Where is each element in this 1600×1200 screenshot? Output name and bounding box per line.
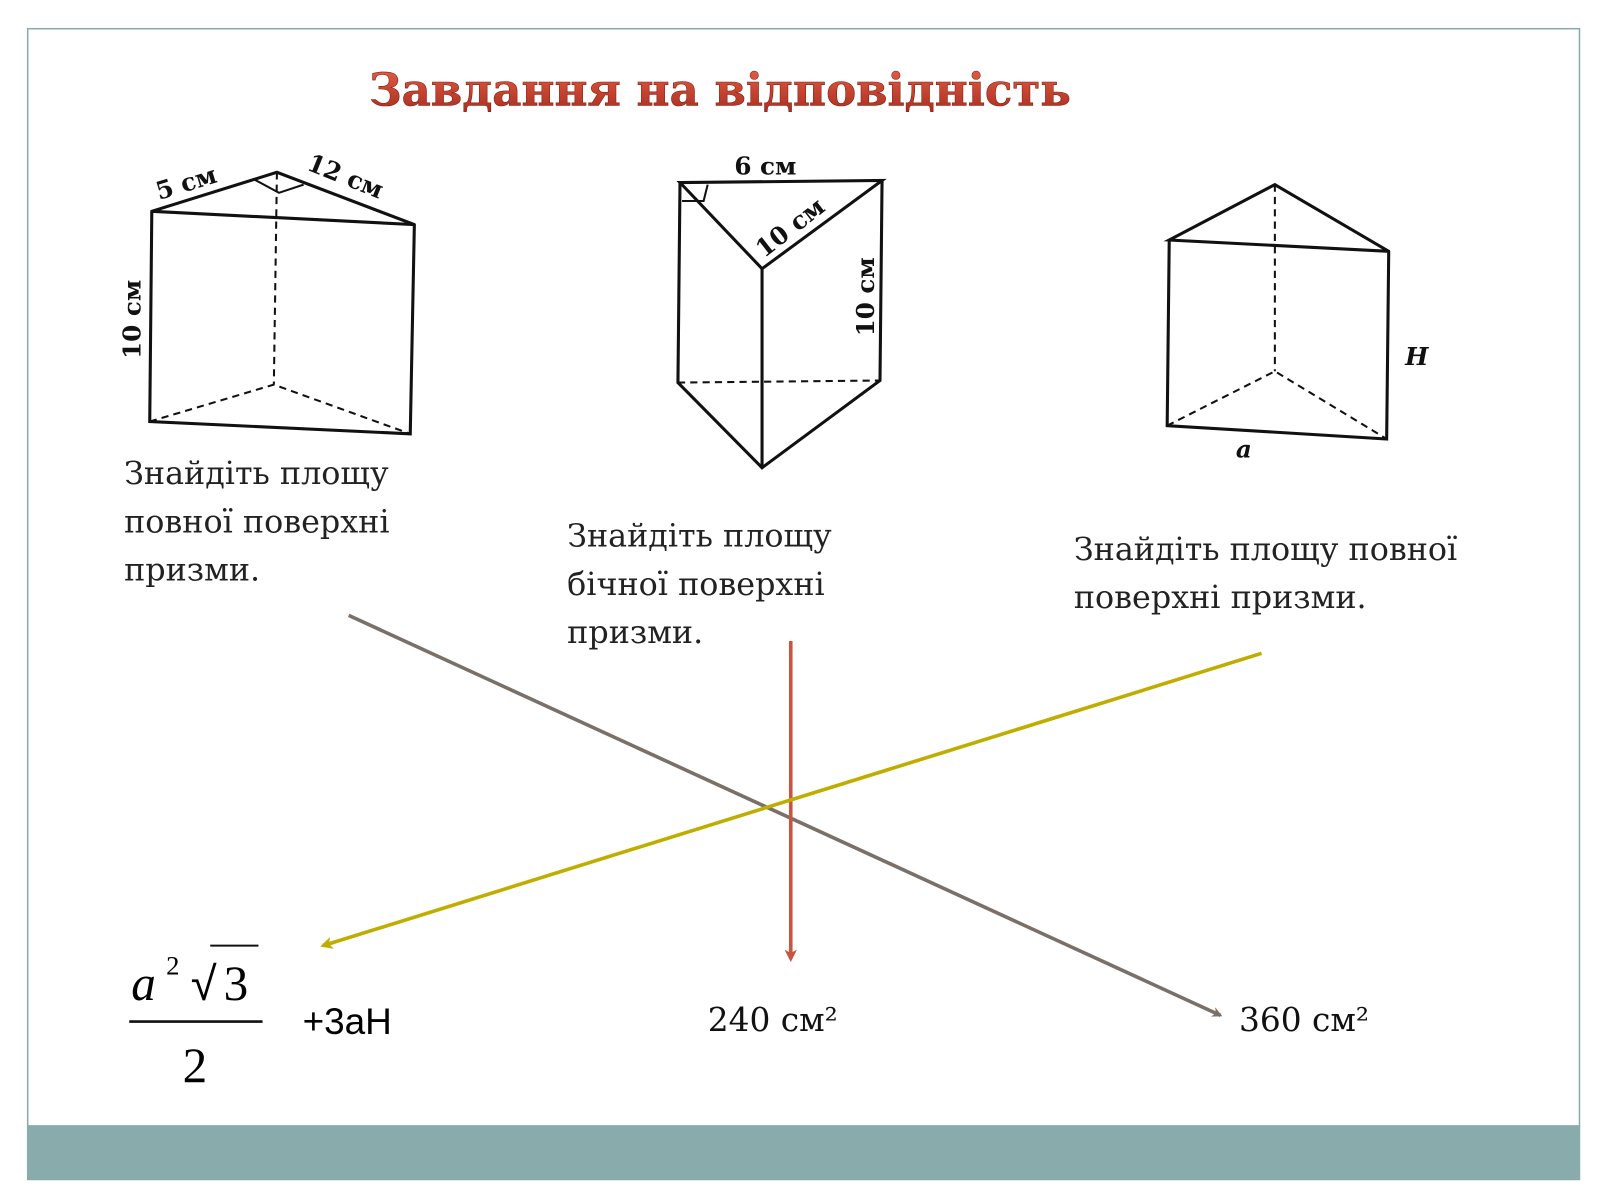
- label-a: a: [1236, 434, 1252, 463]
- label-10cm: 10 см: [118, 280, 147, 359]
- task-line: призми.: [567, 614, 703, 651]
- footer-bar: [27, 1125, 1580, 1180]
- task-3-text: Знайдіть площу повної поверхні призми.: [1074, 531, 1457, 616]
- answer-360: 360 см²: [1239, 1001, 1369, 1039]
- formula-exponent: 2: [166, 950, 179, 980]
- task-line: Знайдіть площу: [567, 518, 832, 555]
- page-title: Завдання на відповідність: [369, 64, 1071, 117]
- formula-suffix: +3aH: [303, 1001, 392, 1042]
- formula-denominator: 2: [183, 1038, 208, 1093]
- task-line: призми.: [124, 552, 260, 589]
- answer-240: 240 см²: [708, 1001, 838, 1039]
- prism-figure-3: H a: [1163, 182, 1429, 463]
- gray-match-arrow[interactable]: [347, 613, 1223, 1018]
- task-line: бічної поверхні: [567, 566, 825, 603]
- yellow-match-arrow[interactable]: [320, 651, 1263, 949]
- answer-formula: a 2 √ 3 2 +3aH: [129, 944, 392, 1093]
- slide-frame: [26, 27, 1581, 1181]
- task-line: повної поверхні: [124, 503, 389, 540]
- label-H: H: [1404, 342, 1429, 371]
- formula-root-sign: √: [191, 957, 217, 1010]
- label-10cm-height: 10 см: [851, 257, 880, 336]
- formula-a: a: [131, 956, 156, 1011]
- task-1-text: Знайдіть площу повної поверхні призми.: [124, 455, 389, 588]
- task-line: Знайдіть площу: [124, 455, 389, 492]
- task-line: Знайдіть площу повної: [1074, 531, 1457, 568]
- label-6cm: 6 см: [734, 151, 796, 180]
- formula-root-value: 3: [224, 956, 249, 1011]
- task-2-text: Знайдіть площу бічної поверхні призми.: [567, 518, 832, 651]
- task-line: поверхні призми.: [1074, 579, 1367, 616]
